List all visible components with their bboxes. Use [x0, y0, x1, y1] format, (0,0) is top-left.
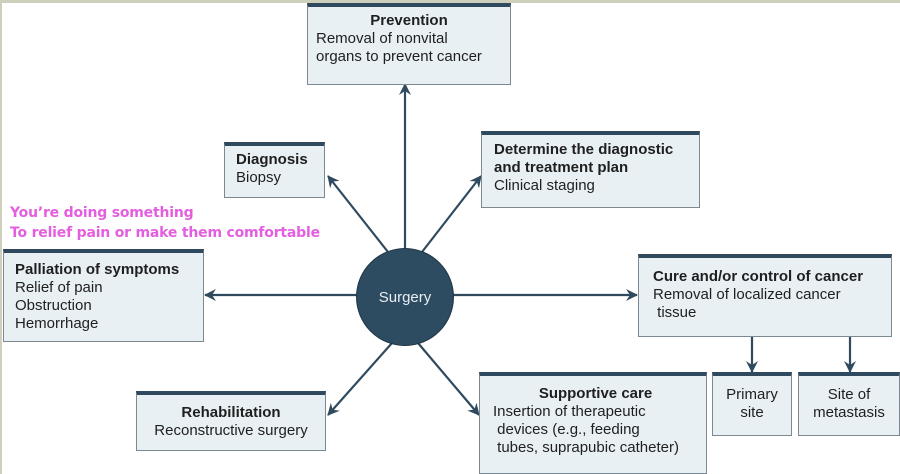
metastasis-site-box: Site of metastasis: [798, 372, 900, 436]
annotation-line: To relief pain or make them comfortable: [10, 225, 320, 241]
surgery-hub: Surgery: [357, 249, 453, 345]
diagnostic-plan-title: Determine the diagnostic: [494, 141, 674, 158]
palliation-box: Palliation of symptoms Relief of pain Ob…: [3, 249, 204, 342]
prevention-line: Removal of nonvital: [316, 30, 448, 47]
cure-box: Cure and/or control of cancer Removal of…: [638, 254, 892, 337]
diagnosis-line: Biopsy: [236, 169, 282, 186]
supportive-care-box: Supportive care Insertion of therapeutic…: [479, 372, 707, 474]
rehabilitation-title: Rehabilitation: [181, 404, 281, 421]
annotation-note: You’re doing something To relief pain or…: [10, 203, 320, 243]
frame-top-border: [0, 0, 900, 3]
cure-title: Cure and/or control of cancer: [653, 268, 864, 285]
cure-line: tissue: [653, 304, 697, 321]
diagnosis-box: Diagnosis Biopsy: [224, 142, 325, 198]
metastasis-site-line: Site of: [827, 386, 871, 403]
diagnosis-title: Diagnosis: [236, 151, 308, 168]
cure-line: Removal of localized cancer: [653, 286, 841, 303]
arrow-to-rehabilitation: [327, 342, 393, 416]
diagnostic-plan-box: Determine the diagnostic and treatment p…: [481, 131, 700, 208]
supportive-care-line: devices (e.g., feeding: [493, 421, 640, 438]
palliation-line: Relief of pain: [15, 279, 103, 296]
supportive-care-title: Supportive care: [538, 385, 653, 402]
arrow-to-diagnostic-plan: [421, 175, 482, 253]
palliation-title: Palliation of symptoms: [15, 261, 180, 278]
primary-site-line: site: [740, 404, 764, 421]
primary-site-line: Primary: [726, 386, 778, 403]
metastasis-site-line: metastasis: [813, 404, 885, 421]
arrow-to-diagnosis: [327, 175, 389, 253]
prevention-title: Prevention: [370, 12, 448, 29]
prevention-line: organs to prevent cancer: [316, 48, 482, 65]
prevention-box: Prevention Removal of nonvital organs to…: [307, 3, 511, 85]
supportive-care-line: Insertion of therapeutic: [493, 403, 646, 420]
rehabilitation-line: Reconstructive surgery: [154, 422, 308, 439]
supportive-care-line: tubes, suprapubic catheter): [493, 439, 679, 456]
primary-site-box: Primary site: [712, 372, 792, 436]
diagnostic-plan-line: Clinical staging: [494, 177, 595, 194]
arrow-to-supportive-care: [417, 342, 480, 416]
palliation-line: Obstruction: [15, 297, 92, 314]
diagnostic-plan-title-line2: and treatment plan: [494, 159, 629, 176]
frame-left-border: [0, 0, 2, 474]
hub-label: Surgery: [378, 288, 432, 306]
rehabilitation-box: Rehabilitation Reconstructive surgery: [136, 391, 326, 451]
annotation-line: You’re doing something: [10, 205, 194, 221]
palliation-line: Hemorrhage: [15, 315, 99, 332]
